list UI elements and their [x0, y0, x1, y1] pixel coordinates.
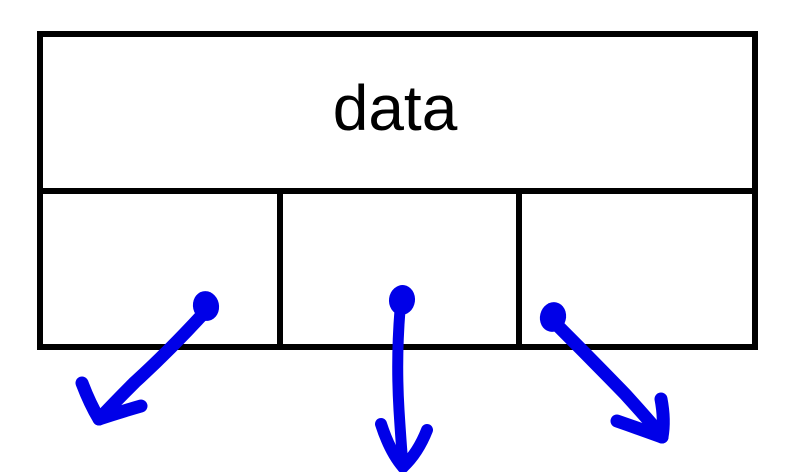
arrow-cell-3-head-left — [610, 414, 669, 444]
arrow-cell-2-head-right — [397, 424, 433, 472]
arrow-cell-2 — [375, 285, 433, 472]
arrow-cell-1-shaft — [93, 307, 210, 425]
arrow-cell-1-head-right — [92, 399, 148, 426]
arrow-cell-3 — [539, 302, 670, 444]
annotation-arrows — [75, 285, 670, 472]
arrow-cell-2-shaft — [392, 304, 409, 472]
arrow-cell-3-shaft — [550, 318, 669, 443]
struct-header-label: data — [333, 72, 458, 144]
arrow-cell-1 — [75, 291, 220, 426]
